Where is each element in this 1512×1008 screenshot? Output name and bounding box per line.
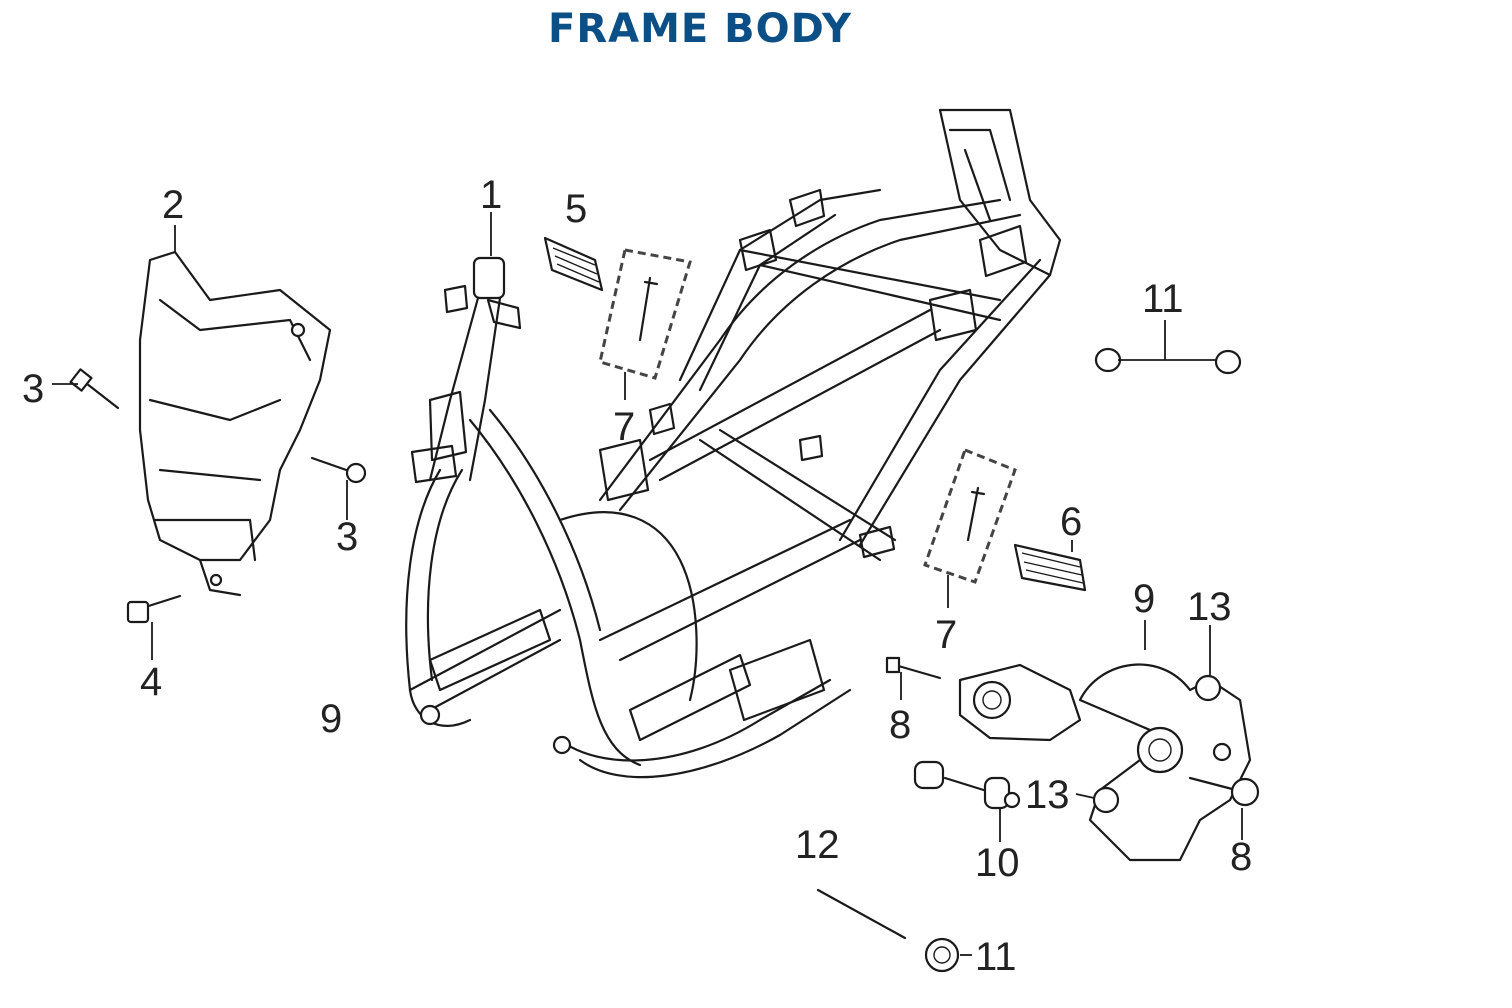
engine-hanger-part-9	[958, 663, 1252, 862]
bolt-part-8-right	[1188, 776, 1260, 807]
nut-part-11-bottom	[924, 937, 960, 973]
callout-11b: 11	[975, 935, 1017, 979]
diagram-title: FRAME BODY	[548, 6, 852, 52]
callout-11a: 11	[1142, 277, 1184, 321]
footrest-part-6	[1013, 543, 1087, 592]
callouts: 1 2 3 3 4 5 6 7 7 8 8 9 9 10 11 11 12 13…	[22, 173, 1252, 979]
callout-3a: 3	[22, 367, 44, 411]
callout-8b: 8	[1230, 835, 1252, 879]
main-frame	[405, 108, 1062, 779]
bolt-part-4	[126, 594, 182, 624]
callout-1: 1	[480, 173, 502, 217]
rod-part-12	[816, 888, 907, 940]
callout-9a: 9	[320, 697, 342, 741]
callout-8a: 8	[889, 703, 911, 747]
callout-2: 2	[162, 183, 184, 227]
front-bracket-part	[138, 250, 332, 597]
callout-9b: 9	[1133, 577, 1155, 621]
bolt-part-8-left	[885, 656, 942, 680]
callout-12: 12	[795, 823, 840, 867]
callout-6: 6	[1060, 500, 1082, 544]
kit-box-7-upper	[598, 248, 692, 380]
nut-part-11-top	[1094, 347, 1242, 375]
callout-3b: 3	[336, 515, 358, 559]
bolt-part-3-right	[310, 456, 367, 484]
callout-7a: 7	[613, 405, 635, 449]
callout-7b: 7	[935, 613, 957, 657]
callout-13a: 13	[1187, 585, 1232, 629]
bushing-part-10	[913, 760, 1021, 810]
callout-13b: 13	[1025, 773, 1070, 817]
leader-lines	[52, 212, 1243, 956]
kit-box-7-lower	[923, 448, 1017, 584]
callout-10: 10	[975, 841, 1020, 885]
callout-5: 5	[565, 187, 587, 231]
callout-4: 4	[140, 660, 162, 704]
footrest-part-5	[543, 236, 604, 292]
bolt-part-3-left	[69, 368, 120, 410]
